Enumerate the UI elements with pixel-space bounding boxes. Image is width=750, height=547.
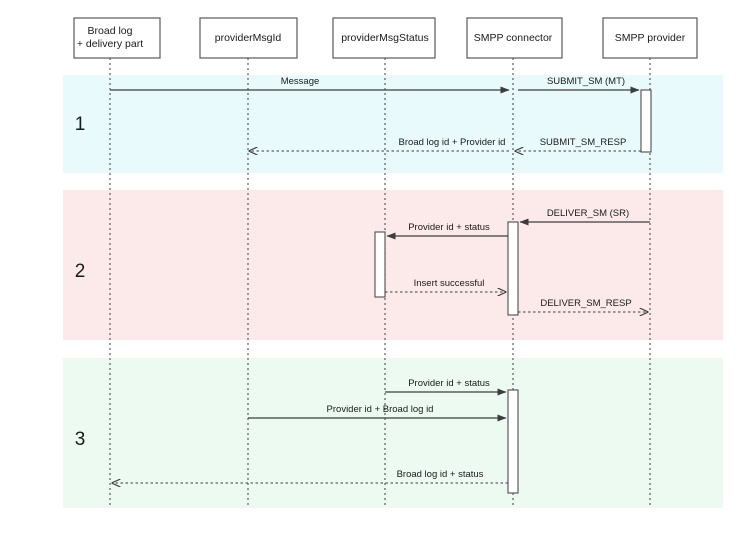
section-number-2: 2 bbox=[75, 261, 86, 282]
message-label-m7: Insert successful bbox=[414, 278, 485, 289]
participant-connector[interactable]: SMPP connector bbox=[466, 17, 563, 59]
section-number-1: 1 bbox=[75, 114, 86, 135]
activation-bar-provider-0 bbox=[640, 89, 652, 153]
participant-box-provider[interactable] bbox=[602, 17, 698, 59]
message-label-m1: Message bbox=[281, 76, 320, 87]
section-band-1 bbox=[63, 75, 723, 173]
message-label-m11: Broad log id + status bbox=[397, 469, 484, 480]
message-label-m3: SUBMIT_SM_RESP bbox=[540, 137, 627, 148]
activation-bar-connector-3 bbox=[507, 389, 519, 494]
section-bands bbox=[63, 75, 723, 508]
participant-broadlog[interactable]: Broad log+ delivery part bbox=[73, 17, 161, 59]
participant-label-msgid: providerMsgId bbox=[215, 32, 282, 44]
message-label-m10: Provider id + Broad log id bbox=[327, 404, 434, 415]
section-band-2 bbox=[63, 190, 723, 340]
participant-label-connector: SMPP connector bbox=[474, 32, 553, 44]
section-numbers: 1 2 3 bbox=[75, 114, 86, 450]
activation-bars bbox=[374, 89, 652, 494]
message-label-m4: Broad log id + Provider id bbox=[399, 137, 506, 148]
section-band-3 bbox=[63, 358, 723, 508]
messages: Message SUBMIT_SM (MT) SUBMIT_SM_RESP Broad… bbox=[110, 76, 650, 483]
message-label-m2: SUBMIT_SM (MT) bbox=[547, 76, 625, 87]
participant-msgstatus[interactable]: providerMsgStatus bbox=[332, 17, 436, 59]
message-label-m5: DELIVER_SM (SR) bbox=[547, 208, 629, 219]
activation-bar-connector-1 bbox=[507, 221, 519, 316]
participant-boxes: Broad log+ delivery part providerMsgId pro… bbox=[73, 17, 698, 59]
participant-label2-broadlog: + delivery part bbox=[77, 38, 143, 50]
activation-bar-msgstatus-2 bbox=[374, 231, 386, 298]
message-label-m9: Provider id + status bbox=[408, 378, 490, 389]
participant-box-broadlog[interactable] bbox=[73, 17, 161, 59]
participant-label-broadlog: Broad log bbox=[88, 25, 133, 37]
participant-msgid[interactable]: providerMsgId bbox=[199, 17, 298, 59]
participant-box-msgid[interactable] bbox=[199, 17, 298, 59]
participant-box-connector[interactable] bbox=[466, 17, 563, 59]
participant-box-msgstatus[interactable] bbox=[332, 17, 436, 59]
section-number-3: 3 bbox=[75, 429, 86, 450]
participant-label-provider: SMPP provider bbox=[615, 32, 686, 44]
participant-label-msgstatus: providerMsgStatus bbox=[341, 32, 429, 44]
message-label-m8: DELIVER_SM_RESP bbox=[540, 298, 631, 309]
message-label-m6: Provider id + status bbox=[408, 222, 490, 233]
participant-provider[interactable]: SMPP provider bbox=[602, 17, 698, 59]
